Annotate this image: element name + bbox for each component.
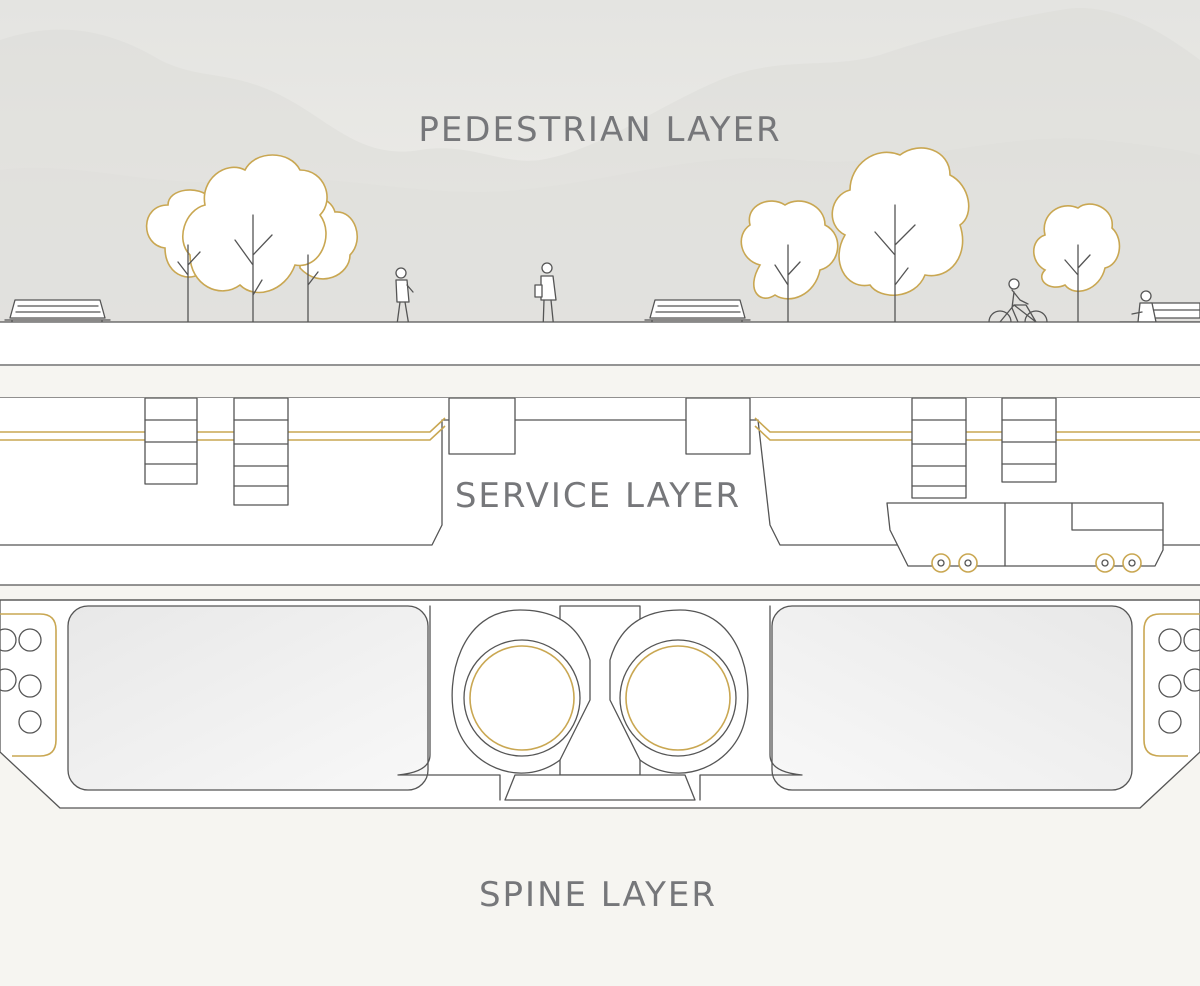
pedestrian-layer-label: PEDESTRIAN LAYER — [418, 110, 781, 150]
column-4 — [685, 397, 751, 455]
pod-tube-right — [609, 609, 749, 774]
tunnel-left — [67, 605, 429, 791]
spine-layer-structure — [0, 599, 1200, 809]
column-6 — [1001, 397, 1057, 483]
service-layer-label: SERVICE LAYER — [455, 476, 741, 516]
spine-layer-label: SPINE LAYER — [479, 875, 717, 915]
conduit-pack-left — [0, 613, 57, 757]
tunnel-right — [771, 605, 1133, 791]
pod-tube-left — [451, 609, 591, 774]
column-1 — [144, 397, 198, 485]
column-5 — [911, 397, 967, 499]
seated-figure — [1131, 290, 1157, 343]
pedestrian-deck — [0, 321, 1200, 399]
tree-cluster-right — [740, 147, 1121, 349]
column-3 — [448, 397, 516, 455]
column-2 — [233, 397, 289, 506]
service-truck-icon — [886, 502, 1164, 573]
pedestrian-figure-2 — [534, 262, 557, 331]
tree-cluster-left — [145, 154, 359, 349]
conduit-pack-right — [1143, 613, 1200, 757]
